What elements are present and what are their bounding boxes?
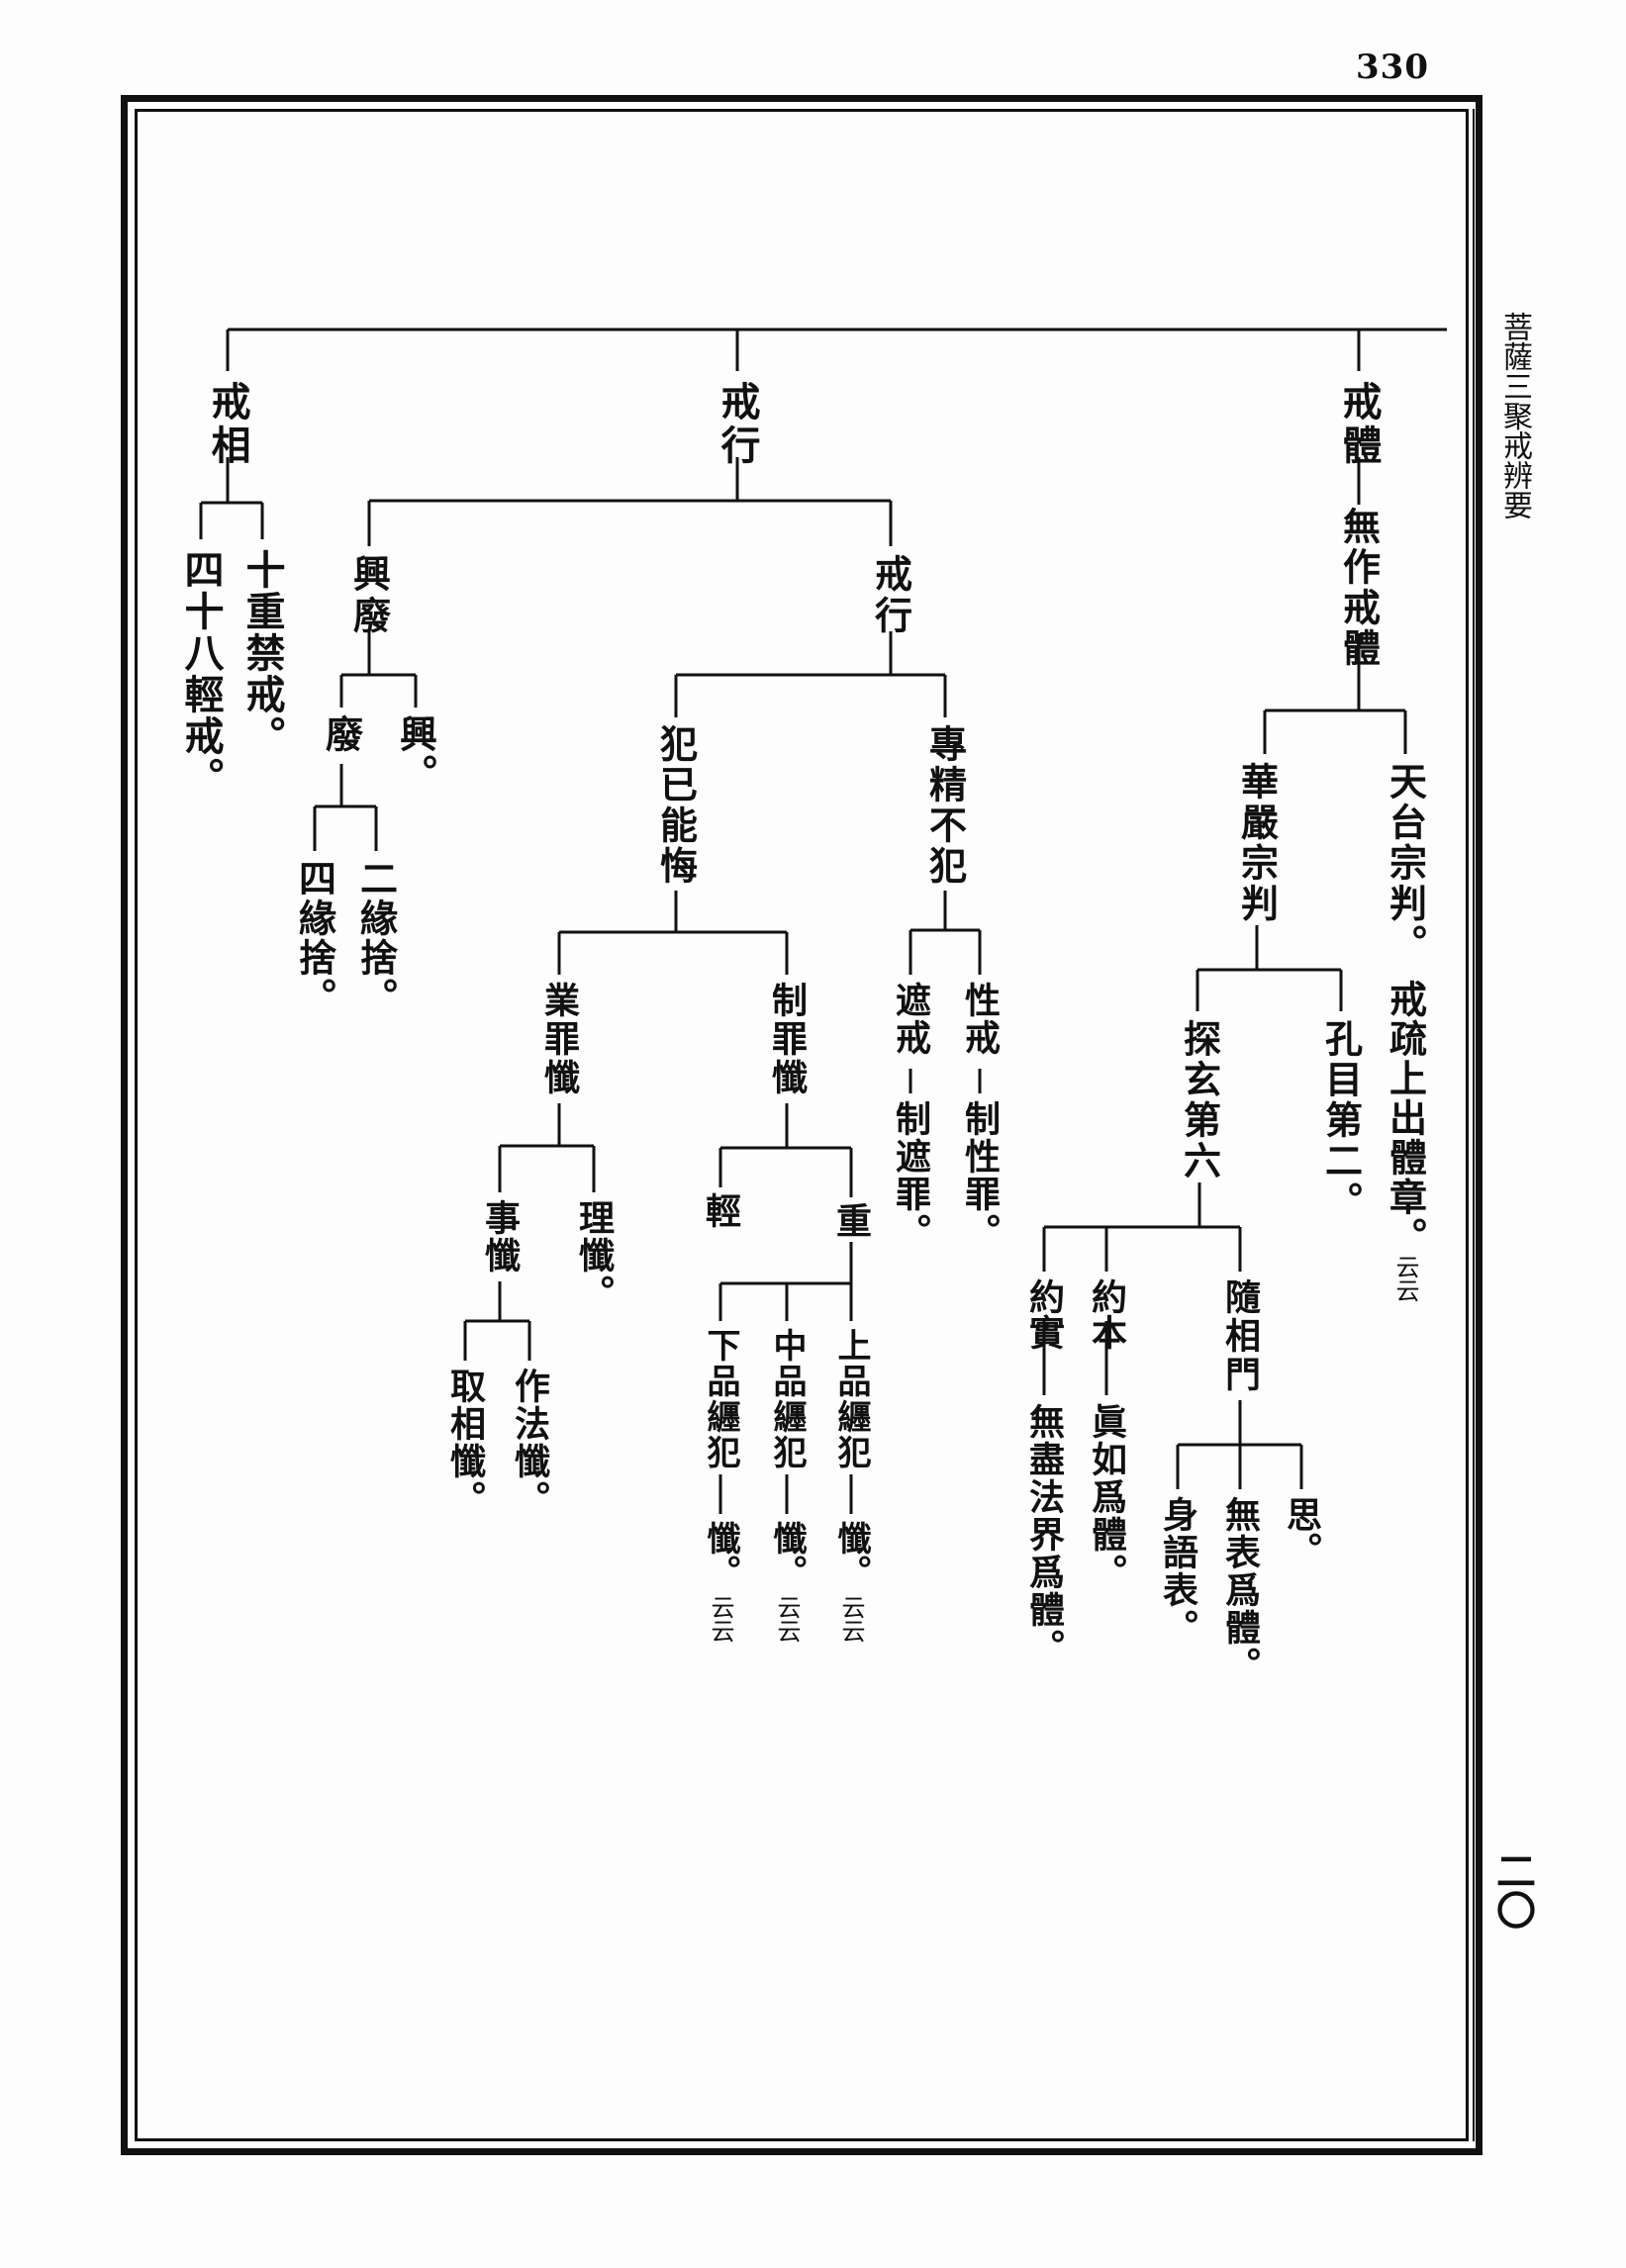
node-yue-shi: 約實 — [1023, 1278, 1065, 1350]
node-fan-yi: 犯已能悔 — [654, 724, 699, 887]
node-kong-mu: 孔目第二。 — [1319, 1019, 1364, 1222]
note-yunyun-xia: 云云 — [707, 1595, 734, 1643]
node-jie-xing: 戒行 — [715, 381, 761, 468]
node-wu-biao: 無表爲體。 — [1219, 1496, 1261, 1684]
node-hua-yan: 華嚴宗判 — [1235, 762, 1280, 924]
note-yunyun-shang: 云云 — [837, 1595, 865, 1643]
node-sishiba: 四十八輕戒。 — [178, 549, 225, 799]
book-title: 菩薩三聚戒辨要 — [1497, 312, 1532, 520]
margin-divider — [1473, 109, 1475, 2141]
node-wu-jin: 無盡法界爲體。 — [1023, 1403, 1065, 1666]
node-jie-shu: 戒疏上出體章。 — [1384, 980, 1428, 1257]
node-li-chan: 理懺。 — [573, 1199, 615, 1312]
page-frame-inner — [135, 109, 1469, 2141]
node-er-yuan: 二緣捨。 — [354, 859, 399, 1017]
node-shi-zhong: 十重禁戒。 — [239, 549, 286, 757]
node-xing-jie: 性戒 — [959, 982, 1001, 1057]
node-shang-pin: 上品纒犯 — [831, 1328, 871, 1470]
node-qu-xiang: 取相懺。 — [444, 1368, 486, 1518]
node-tan-xuan: 探玄第六 — [1178, 1019, 1222, 1181]
node-jie-ti: 戒體 — [1336, 381, 1383, 468]
node-xing-fei: 興廢 — [347, 554, 392, 637]
node-zhong-pin: 中品纒犯 — [767, 1328, 807, 1470]
node-si: 思。 — [1281, 1496, 1322, 1567]
node-jie-xiang: 戒相 — [205, 381, 251, 468]
node-yue-ben: 約本 — [1086, 1278, 1127, 1350]
note-yunyun-zhong: 云云 — [773, 1595, 801, 1643]
node-shen-yu: 身語表。 — [1157, 1496, 1198, 1647]
node-xia-chan: 懺。 — [701, 1521, 740, 1588]
node-tian-tai: 天台宗判。 — [1384, 762, 1428, 965]
node-jie-xing2: 戒行 — [869, 554, 913, 637]
node-zhi-zui: 制罪懺 — [766, 982, 808, 1097]
node-zuo-fa: 作法懺。 — [509, 1368, 550, 1518]
node-zhong-chan: 懺。 — [767, 1521, 807, 1588]
node-xing-zhi: 制性罪。 — [959, 1100, 1001, 1251]
node-sui-xiang: 隨相門 — [1219, 1278, 1261, 1394]
tree-connectors — [199, 328, 1447, 1514]
node-xia-pin: 下品纒犯 — [701, 1328, 740, 1470]
node-shang-chan: 懺。 — [831, 1521, 871, 1588]
page-number: 330 — [1356, 47, 1429, 87]
node-si-yuan: 四緣捨。 — [293, 859, 337, 1017]
node-zhong: 重 — [830, 1202, 872, 1238]
folio-number: 二〇 — [1489, 1850, 1536, 1930]
note-yunyun-jie-shu: 云云 — [1391, 1255, 1419, 1302]
node-zhe-jie: 遮戒 — [890, 982, 931, 1057]
node-xing: 興。 — [394, 714, 438, 794]
tree-labels: 戒相 戒行 戒體 十重禁戒。 四十八輕戒。 興廢 興。 廢 二緣捨。 四緣捨。 … — [178, 381, 1428, 1684]
node-zhen-ru: 眞如爲體。 — [1086, 1403, 1127, 1591]
node-fei: 廢 — [320, 714, 364, 753]
page-frame-outer — [121, 95, 1483, 2155]
node-zhuan-jing: 專精不犯 — [923, 724, 968, 887]
node-wu-zuo: 無作戒體 — [1337, 507, 1382, 669]
node-shi-chan: 事懺 — [479, 1199, 521, 1275]
node-zhe-zhi: 制遮罪。 — [890, 1100, 931, 1251]
node-qing: 輕 — [700, 1192, 741, 1228]
node-ye-zui: 業罪懺 — [538, 982, 580, 1097]
